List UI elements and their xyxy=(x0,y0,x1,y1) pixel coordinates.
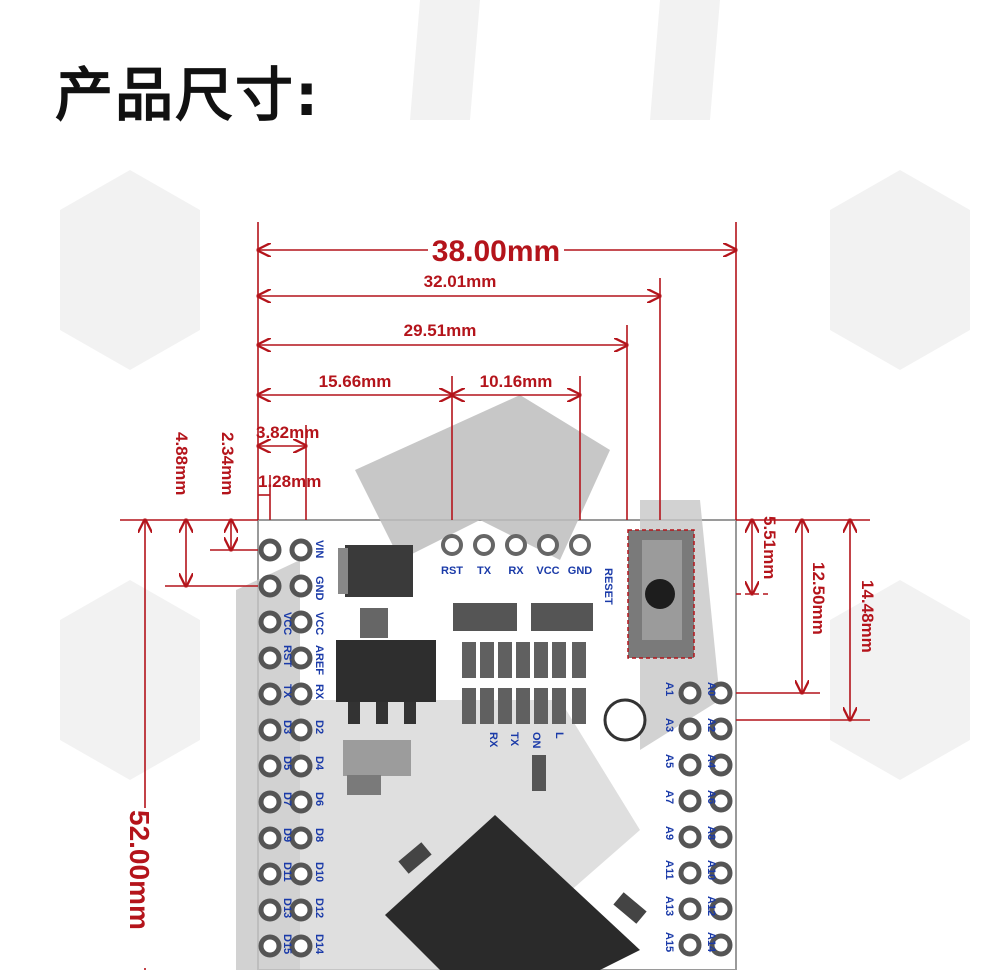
dim-hole-offset: 1.28mm xyxy=(258,472,321,491)
dim-total-width: 38.00mm xyxy=(432,235,560,268)
reset-label: RESET xyxy=(602,568,614,605)
pin-d7: D7 xyxy=(281,792,293,806)
pin-a11: A11 xyxy=(663,860,675,880)
dim-right-v2: 12.50mm xyxy=(809,562,828,635)
pin-a4: A4 xyxy=(705,754,717,769)
pin-d12: D12 xyxy=(313,898,325,918)
header-label-gnd: GND xyxy=(568,565,593,577)
pin-a1: A1 xyxy=(663,682,675,696)
pin-tx: TX xyxy=(281,684,293,699)
pin-a12: A12 xyxy=(705,896,717,916)
dimension-labels: 38.00mm 32.01mm 29.51mm 15.66mm 10.16mm … xyxy=(124,232,877,968)
pin-a15: A15 xyxy=(663,932,675,952)
dim-hole-span: 32.01mm xyxy=(424,272,497,291)
dim-reset-pos: 29.51mm xyxy=(404,321,477,340)
header-label-rst: RST xyxy=(441,565,463,577)
page-title: 产品尺寸: xyxy=(55,61,321,129)
dim-left-v1: 4.88mm xyxy=(172,432,191,495)
pin-a10: A10 xyxy=(705,860,717,880)
led-label-rx: RX xyxy=(487,732,499,748)
pin-d10: D10 xyxy=(313,862,325,882)
pin-d5: D5 xyxy=(281,756,293,770)
pin-vin: VIN xyxy=(313,540,325,558)
led-label-tx: TX xyxy=(508,732,520,747)
pin-a9: A9 xyxy=(663,826,675,840)
board-components xyxy=(336,529,695,970)
top-header: RST TX RX VCC GND RESET xyxy=(441,534,614,605)
pin-rst: RST xyxy=(281,645,293,667)
pin-a7: A7 xyxy=(663,790,675,804)
pin-rx: RX xyxy=(313,684,325,700)
watermark xyxy=(60,0,970,780)
dimension-lines xyxy=(120,222,870,970)
header-label-vcc: VCC xyxy=(536,565,559,577)
pin-d8: D8 xyxy=(313,828,325,842)
dim-total-height: 52.00mm xyxy=(124,810,155,930)
pin-a2: A2 xyxy=(705,718,717,732)
dim-header-left: 15.66mm xyxy=(319,372,392,391)
pin-aref: AREF xyxy=(313,645,325,675)
dim-right-v3: 14.48mm xyxy=(858,580,877,653)
header-label-tx: TX xyxy=(477,565,492,577)
pin-d3: D3 xyxy=(281,720,293,734)
pin-d14: D14 xyxy=(313,934,325,955)
pin-a0: A0 xyxy=(705,682,717,696)
pin-vcc-2: VCC xyxy=(281,612,293,635)
dim-right-v1: 5.51mm xyxy=(760,516,779,579)
pin-d6: D6 xyxy=(313,792,325,806)
pin-d2: D2 xyxy=(313,720,325,734)
pin-d13: D13 xyxy=(281,898,293,918)
pin-a5: A5 xyxy=(663,754,675,768)
pin-gnd: GND xyxy=(313,576,325,601)
pin-d9: D9 xyxy=(281,828,293,842)
dim-header-span: 10.16mm xyxy=(480,372,553,391)
pin-a3: A3 xyxy=(663,718,675,732)
pin-d4: D4 xyxy=(313,756,325,771)
dim-pin-offset: 3.82mm xyxy=(256,423,319,442)
dim-left-v2: 2.34mm xyxy=(218,432,237,495)
pin-vcc: VCC xyxy=(313,612,325,635)
pin-a6: A6 xyxy=(705,790,717,804)
pin-a13: A13 xyxy=(663,896,675,916)
pin-a14: A14 xyxy=(705,932,717,953)
pin-d15: D15 xyxy=(281,934,293,954)
led-label-l: L xyxy=(553,732,565,739)
led-labels: RX TX ON L xyxy=(487,732,565,749)
right-pin-columns: A0 A2 A4 A6 A8 A10 A12 A14 A1 A3 A5 A7 A… xyxy=(663,681,733,957)
left-pin-columns: VIN GND VCC AREF RX D2 D4 D6 D8 D10 D12 … xyxy=(258,538,325,958)
pin-a8: A8 xyxy=(705,826,717,840)
led-label-on: ON xyxy=(530,732,542,749)
header-label-rx: RX xyxy=(508,565,524,577)
pin-d11: D11 xyxy=(281,862,293,882)
